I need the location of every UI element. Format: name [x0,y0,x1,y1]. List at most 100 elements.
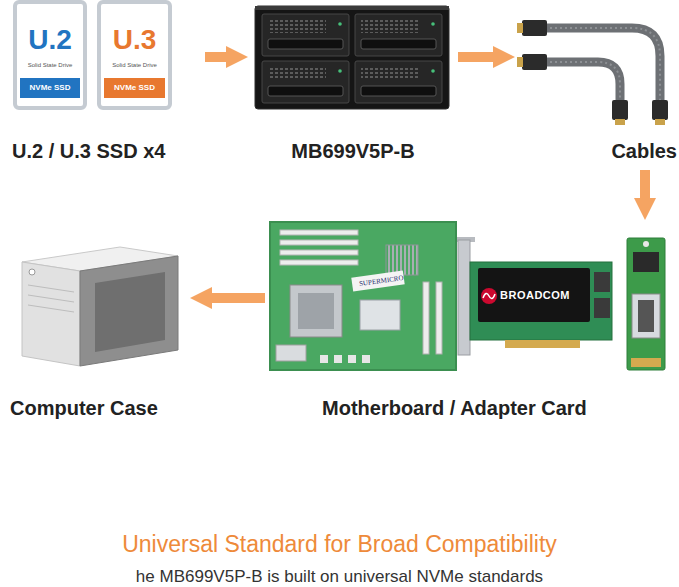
group-label: Motherboard / Adapter Card [322,398,587,418]
tray-handle [361,86,436,96]
drive-tray [355,61,442,103]
drive-subtitle: Solid State Drive [101,62,168,68]
cable-connector [612,100,628,120]
brand-plate [351,270,404,291]
status-led [431,69,435,73]
cable-ribbing [545,28,660,102]
drive-tray [355,14,442,56]
enclosure-edge [255,6,449,10]
tray-handle [268,86,343,96]
drive-bay-line [28,285,74,292]
u3-drive-card: U.3Solid State DriveNVMe SSD [97,0,172,110]
header-pin [348,355,356,363]
raid-adapter-card: BROADCOM [470,262,612,345]
card-pcb [470,262,612,340]
bracket [458,240,470,355]
cable-connector [522,54,547,70]
connector-contacts [615,119,625,125]
host-group: Motherboard / Adapter Card SUPERMICRO BROA… [265,220,670,425]
chip [633,252,659,272]
tray-vent [361,67,419,80]
status-led [431,22,435,26]
tray-handle [361,39,436,49]
m2-pcb [627,238,665,370]
status-led [338,69,342,73]
ssd-group: U.2 / U.3 SSD x4 U.2Solid State DriveNVMe… [8,0,205,170]
pcie-card-illustration [455,237,612,355]
case-front [22,262,80,366]
pcie-slot [436,282,442,354]
pcie-slot [423,282,429,354]
cpu-socket [290,285,342,337]
slimsas-port [632,294,660,338]
drive-band: NVMe SSD [20,78,80,98]
u2-drive-card: U.2Solid State DriveNVMe SSD [13,0,87,110]
header-pin [320,355,328,363]
cable-ribbing [545,62,620,102]
item-label: Computer Case [10,398,158,418]
product-label: MB699V5P-B [248,141,458,161]
case-side [80,256,178,366]
drive-tray [262,14,349,56]
diagram-title: Universal Standard for Broad Compatibili… [0,533,679,556]
power-button [29,269,35,275]
cable-connector [652,100,668,120]
mount-hole [643,241,649,247]
drive-type: U.3 [101,26,168,54]
enclosure-body [255,6,449,109]
card-port [594,272,610,292]
logo-mark [481,288,497,304]
drive-bay-line [28,305,74,312]
tray-vent [268,20,326,33]
heatsink [478,268,590,322]
motherboard-pcb [270,222,456,370]
computer-case: Computer Case [5,240,190,425]
chip-cooler [360,300,400,330]
tray-vent [361,20,419,33]
dimm-slot [280,260,358,265]
flow-arrow [212,293,265,303]
connector-contacts [655,119,665,125]
cpu [298,293,334,329]
drive-type: U.2 [17,26,83,54]
computer-case-illustration [22,247,178,366]
power-connector [276,345,306,361]
header-pin [334,355,342,363]
connector-contacts [517,23,523,33]
header-pin [362,355,370,363]
tray-handle [268,39,343,49]
flow-arrow [640,170,650,198]
enclosure-unit: MB699V5P-B [248,0,458,170]
cables-item: Cables [515,0,679,170]
chipset-heatsink [386,245,418,275]
motherboard: SUPERMICRO [270,222,455,370]
drive-subtitle: Solid State Drive [17,62,83,68]
cables-illustration [517,20,668,125]
gold-fingers [505,340,580,348]
gold-fingers [631,358,661,367]
connector-contacts [517,57,523,67]
status-led [338,22,342,26]
flow-arrow [205,52,226,62]
flow-arrow [458,52,493,62]
drive-bay-line [28,295,74,302]
enclosure-illustration [255,6,449,109]
motherboard-illustration [270,222,456,370]
brand-text: SUPERMICRO [359,275,404,288]
card-port [594,298,610,318]
dimm-slot [280,230,358,235]
brand-text: BROADCOM [500,290,570,301]
dimm-slot [280,240,358,245]
m2-adapter-illustration [627,238,665,370]
drive-band: NVMe SSD [104,78,165,98]
tray-vent [268,67,326,80]
group-label: U.2 / U.3 SSD x4 [12,141,165,161]
cable [545,28,660,102]
side-window [95,272,165,352]
port-slot [638,300,654,332]
cable-connector [522,20,547,36]
dimm-slot [280,250,358,255]
item-label: Cables [611,141,677,161]
